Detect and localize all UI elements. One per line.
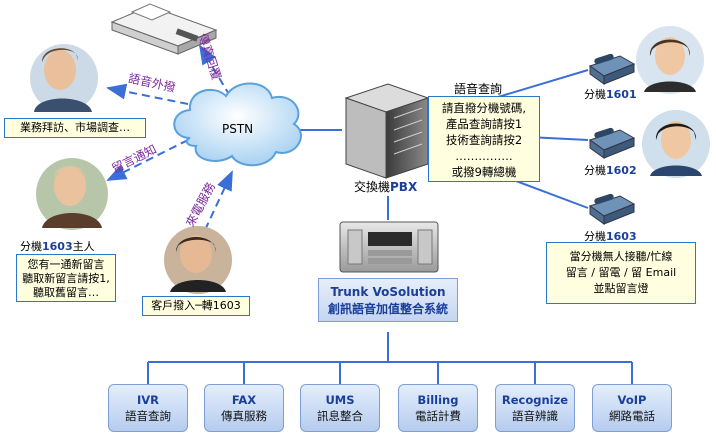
arrow-pstn-to-owner xyxy=(106,139,189,181)
phone-icon-1602 xyxy=(588,127,636,159)
sales-box: 業務拜訪、市場調查… xyxy=(4,118,146,138)
person-1601-icon xyxy=(636,26,704,94)
voicemail-box: 當分機無人接聽/忙線 留言 / 留電 / 留 Email 並點留言燈 xyxy=(546,242,696,304)
pstn-cloud xyxy=(173,82,302,167)
dashed-arrows xyxy=(106,44,233,231)
customer-box: 客戶撥入─轉1603 xyxy=(142,296,250,316)
pstn-label: PSTN xyxy=(222,122,254,136)
arrow-customer-to-pstn xyxy=(204,170,233,231)
extension-label-1603: 分機1603 xyxy=(584,230,637,243)
person-sales-icon xyxy=(30,44,98,112)
arrow-pstn-to-sales xyxy=(106,83,189,105)
owner-box: 您有一通新留言 聽取新留言請按1, 聽取舊留言… xyxy=(16,254,116,302)
extension-label-1601: 分機1601 xyxy=(584,88,637,101)
extension-label-1602: 分機1602 xyxy=(584,164,637,177)
person-customer-icon xyxy=(164,226,232,294)
pbx-server-icon xyxy=(344,83,430,179)
person-1602-icon xyxy=(642,110,710,178)
arrow-pstn-to-fax xyxy=(198,44,231,97)
owner-label: 分機1603主人 xyxy=(20,240,95,253)
phone-icon-1603 xyxy=(588,193,636,225)
fax-machine-icon xyxy=(110,3,218,55)
solution-box: Trunk VoSolution 創訊語音加值整合系統 xyxy=(318,278,458,322)
person-owner-icon xyxy=(36,158,108,230)
phone-icon-1601 xyxy=(588,53,636,85)
rack-server-icon xyxy=(339,221,439,273)
ivr-title: 語音查詢 xyxy=(454,82,503,96)
ivr-box: 請直撥分機號碼, 產品查詢請按1 技術查詢請按2 …………… 或撥9轉總機 xyxy=(428,96,540,182)
pbx-label: 交換機PBX xyxy=(354,180,418,194)
